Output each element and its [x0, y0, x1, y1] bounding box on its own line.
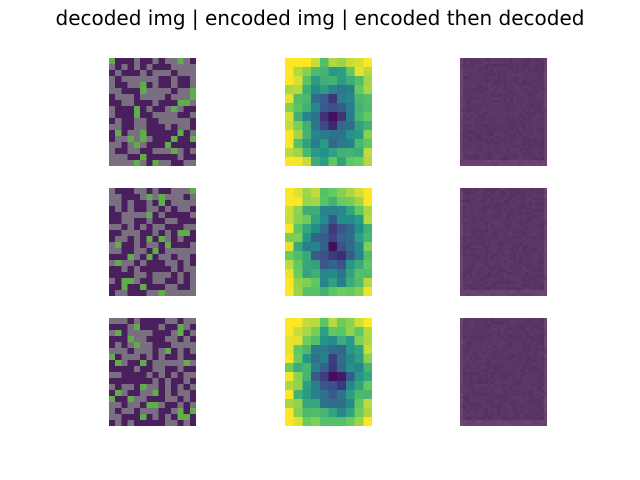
figure-title: decoded img | encoded img | encoded then…	[55, 6, 585, 30]
decoded-image-row-1	[109, 58, 196, 166]
reconstructed-image-row-1	[460, 58, 547, 166]
encoded-image-row-1	[285, 58, 372, 166]
decoded-image-row-3	[109, 318, 196, 426]
decoded-image-row-2	[109, 188, 196, 296]
reconstructed-image-row-2	[460, 188, 547, 296]
reconstructed-image-row-3	[460, 318, 547, 426]
encoded-image-row-2	[285, 188, 372, 296]
encoded-image-row-3	[285, 318, 372, 426]
